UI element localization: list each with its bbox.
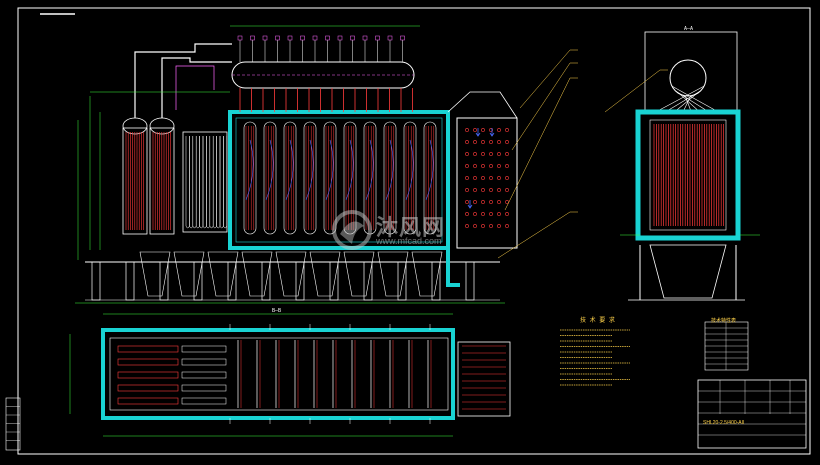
section-b-label: B—B xyxy=(272,308,282,314)
flue-gas-arrows xyxy=(467,128,495,209)
foundation-legs xyxy=(91,261,475,301)
revision-box xyxy=(5,397,21,451)
side-furnace-wall xyxy=(635,109,741,241)
front-elevation xyxy=(75,25,518,304)
plan-water-wall xyxy=(229,324,432,424)
side-hopper xyxy=(649,244,727,299)
title-block xyxy=(697,379,807,449)
air-preheater xyxy=(456,117,518,249)
part-leader-lines xyxy=(497,49,668,259)
side-view-drum xyxy=(669,59,707,97)
convection-coils xyxy=(185,136,228,229)
drawing-frame xyxy=(17,7,811,455)
section-a-label: A—A xyxy=(684,26,694,32)
plan-economizer xyxy=(117,345,227,405)
parameter-table xyxy=(704,321,749,371)
notes-title: 技 术 要 求 xyxy=(580,317,615,324)
watermark-logo-icon xyxy=(332,210,372,250)
watermark-brand: 沐风网 xyxy=(376,216,446,241)
economizer-column-1 xyxy=(122,127,148,235)
water-wall-panels xyxy=(243,121,437,235)
steam-pipe xyxy=(134,43,232,118)
watermark: 沐风网 www.mfcad.com xyxy=(330,206,490,256)
technical-notes xyxy=(560,329,630,386)
watermark-url: www.mfcad.com xyxy=(376,236,442,246)
drum-fittings xyxy=(237,35,405,62)
economizer-tubes xyxy=(125,132,171,230)
side-section-view xyxy=(620,31,760,301)
plan-air-heater xyxy=(462,345,506,410)
riser-tubes xyxy=(239,88,413,112)
dimension-lines xyxy=(77,25,420,260)
air-heater-tubes xyxy=(465,128,509,228)
plan-view xyxy=(69,313,511,437)
drawing-number: SHL20-2.5/400-AII xyxy=(703,420,745,426)
economizer-column-2 xyxy=(149,127,175,235)
parameter-table-title: 技术特性表 xyxy=(711,318,737,324)
side-furnace-tubes xyxy=(653,124,724,226)
furnace-outer-wall xyxy=(228,110,450,250)
ash-hoppers xyxy=(139,251,443,297)
